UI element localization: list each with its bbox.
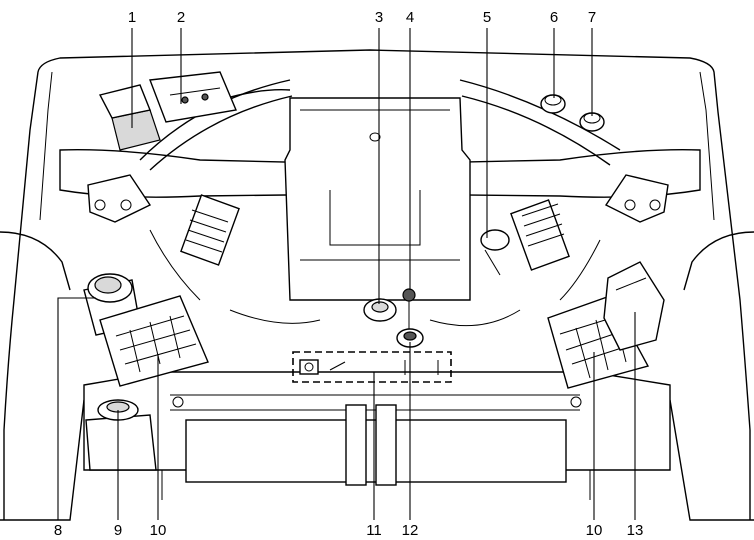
callout-5: 5 <box>483 9 491 26</box>
callout-11: 11 <box>366 522 382 539</box>
dashed-label-box <box>292 351 452 383</box>
leader-lines <box>57 28 636 520</box>
brake-fluid-reservoir <box>98 84 161 151</box>
callout-4: 4 <box>406 9 414 26</box>
left-spring <box>180 194 240 266</box>
callout-1: 1 <box>128 9 136 26</box>
abs-actuator <box>149 71 237 123</box>
callout-numbers-top: 1 2 3 4 5 6 7 <box>128 9 596 26</box>
callout-numbers-bottom: 8 9 10 11 12 10 13 <box>54 522 644 539</box>
callout-10-right: 10 <box>586 522 603 539</box>
callout-6: 6 <box>550 9 558 26</box>
right-relay-box <box>547 295 650 389</box>
callout-7: 7 <box>588 9 596 26</box>
right-spring <box>510 199 570 271</box>
battery-13 <box>603 261 665 351</box>
engine-cover <box>284 97 471 301</box>
callout-2: 2 <box>177 9 185 26</box>
dipstick <box>402 288 416 330</box>
cap-6 <box>540 94 566 114</box>
callout-12: 12 <box>402 522 419 539</box>
callout-10-left: 10 <box>150 522 167 539</box>
callout-3: 3 <box>375 9 383 26</box>
radiator <box>83 371 671 500</box>
callout-13: 13 <box>627 522 644 539</box>
left-relay-box <box>99 295 209 387</box>
body-outline <box>0 49 754 521</box>
washer-reservoir <box>85 399 157 471</box>
callout-8: 8 <box>54 522 62 539</box>
oil-filler-cap <box>363 298 397 322</box>
callout-9: 9 <box>114 522 122 539</box>
component-5 <box>480 229 510 276</box>
